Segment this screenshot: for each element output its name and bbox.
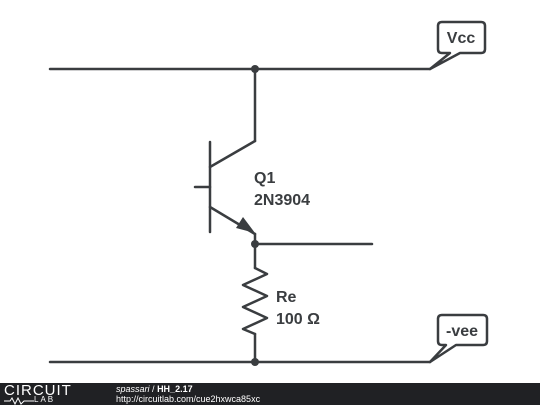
resistor-ref-label: Re [276,289,297,306]
resistor-value-label: 100 Ω [276,311,320,328]
footer-byline: spassari / HH_2.17 [116,384,260,394]
circuit-url-link[interactable]: http://circuitlab.com/cue2hxwca85xc [116,394,261,404]
logo-text-bottom: LAB [34,395,56,404]
resistor-wave-icon [4,397,34,405]
vee-label: -vee [446,323,478,340]
schematic-canvas: Vcc Q1 2N3904 Re 100 Ω -vee [48,20,489,366]
resistor-re-symbol [241,242,269,364]
vee-junction-node [251,358,259,366]
author-name[interactable]: spassari [116,384,150,394]
byline-separator: / [152,384,155,394]
vcc-flag: Vcc [428,20,487,71]
transistor-ref-label: Q1 [254,170,275,187]
circuit-title[interactable]: HH_2.17 [157,384,193,394]
vee-flag: -vee [428,313,489,364]
transistor-q1-symbol [193,139,257,236]
transistor-collector-lead [208,139,257,169]
circuitlab-logo[interactable]: CIRCUIT LAB [4,382,100,405]
emitter-arrow-icon [236,217,255,233]
transistor-part-label: 2N3904 [254,192,310,209]
footer-credit: spassari / HH_2.17 http://circuitlab.com… [116,384,260,404]
footer-bar: CIRCUIT LAB spassari / HH_2.17 http://ci… [0,383,540,405]
vcc-label: Vcc [447,30,476,47]
logo-text-top: CIRCUIT [4,382,72,399]
